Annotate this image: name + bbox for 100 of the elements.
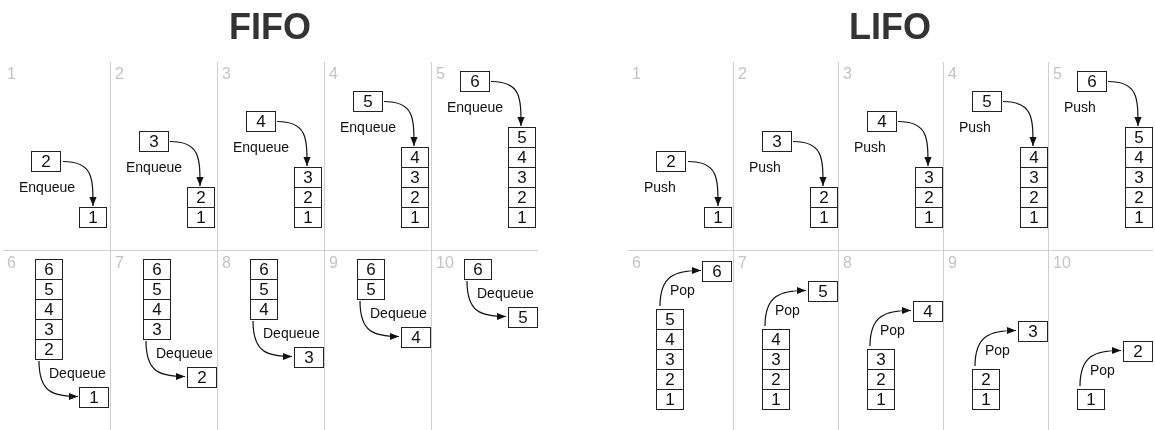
step-number: 4 xyxy=(329,65,338,83)
step-panel xyxy=(217,250,324,430)
number-box: 6 xyxy=(464,259,492,280)
arrow xyxy=(359,300,400,340)
step-panel xyxy=(431,250,538,430)
number-box: 3 xyxy=(508,167,536,188)
edge-label: Dequeue xyxy=(263,325,320,341)
number-box: 6 xyxy=(357,259,385,280)
number-box: 3 xyxy=(1020,167,1048,188)
edge-label: Dequeue xyxy=(370,305,427,321)
edge-label: Push xyxy=(644,179,676,195)
number-box: 5 xyxy=(35,279,63,300)
step-number: 1 xyxy=(632,65,641,83)
edge-label: Pop xyxy=(670,282,695,298)
number-box: 1 xyxy=(762,389,790,410)
number-box: 2 xyxy=(187,367,217,388)
step-number: 10 xyxy=(1053,254,1071,272)
number-box: 4 xyxy=(401,327,431,348)
arrow xyxy=(1107,80,1142,127)
step-number: 8 xyxy=(843,254,852,272)
number-box: 1 xyxy=(972,389,1000,410)
number-box: 6 xyxy=(250,259,278,280)
number-box: 5 xyxy=(353,91,383,112)
number-box: 5 xyxy=(357,279,385,300)
arrow xyxy=(659,267,702,307)
edge-label: Enqueue xyxy=(126,159,183,175)
step-number: 2 xyxy=(115,65,124,83)
step-panel xyxy=(733,250,838,430)
number-box: 1 xyxy=(187,207,215,228)
number-box: 3 xyxy=(762,131,792,152)
number-box: 1 xyxy=(1077,389,1105,410)
step-number: 9 xyxy=(948,254,957,272)
number-box: 1 xyxy=(1125,207,1153,228)
number-box: 6 xyxy=(460,71,490,92)
number-box: 2 xyxy=(867,369,895,390)
edge-label: Dequeue xyxy=(477,285,534,301)
arrow xyxy=(383,100,418,147)
number-box: 3 xyxy=(1018,321,1048,342)
number-box: 1 xyxy=(401,207,429,228)
number-box: 3 xyxy=(139,131,169,152)
arrow xyxy=(38,360,79,400)
number-box: 1 xyxy=(508,207,536,228)
number-box: 2 xyxy=(915,187,943,208)
arrow xyxy=(169,140,204,187)
number-box: 4 xyxy=(143,299,171,320)
number-box: 2 xyxy=(1123,341,1153,362)
arrow xyxy=(1079,347,1122,387)
number-box: 5 xyxy=(972,91,1002,112)
step-panel xyxy=(110,62,217,250)
number-box: 3 xyxy=(143,319,171,340)
arrow xyxy=(62,160,97,207)
number-box: 4 xyxy=(867,111,897,132)
number-box: 5 xyxy=(143,279,171,300)
step-number: 10 xyxy=(436,254,454,272)
number-box: 3 xyxy=(1125,167,1153,188)
arrow xyxy=(869,307,912,347)
number-box: 2 xyxy=(401,187,429,208)
arrow xyxy=(897,120,932,167)
number-box: 3 xyxy=(294,167,322,188)
number-box: 4 xyxy=(1020,147,1048,168)
number-box: 4 xyxy=(762,329,790,350)
step-panel xyxy=(324,250,431,430)
step-panel xyxy=(943,62,1048,250)
step-number: 6 xyxy=(632,254,641,272)
step-number: 1 xyxy=(7,65,16,83)
number-box: 5 xyxy=(508,307,538,328)
edge-label: Enqueue xyxy=(19,179,76,195)
number-box: 5 xyxy=(1125,127,1153,148)
number-box: 2 xyxy=(656,369,684,390)
step-panel xyxy=(324,62,431,250)
number-box: 2 xyxy=(294,187,322,208)
step-number: 4 xyxy=(948,65,957,83)
edge-label: Enqueue xyxy=(447,99,504,115)
number-box: 1 xyxy=(1020,207,1048,228)
edge-label: Pop xyxy=(880,322,905,338)
step-number: 7 xyxy=(115,254,124,272)
number-box: 2 xyxy=(972,369,1000,390)
step-number: 5 xyxy=(1053,65,1062,83)
number-box: 2 xyxy=(31,151,61,172)
step-panel xyxy=(943,250,1048,430)
step-number: 7 xyxy=(738,254,747,272)
step-panel xyxy=(1048,250,1153,430)
edge-label: Pop xyxy=(1090,362,1115,378)
number-box: 3 xyxy=(915,167,943,188)
number-box: 4 xyxy=(508,147,536,168)
number-box: 4 xyxy=(35,299,63,320)
number-box: 2 xyxy=(762,369,790,390)
edge-label: Enqueue xyxy=(233,139,290,155)
step-number: 2 xyxy=(738,65,747,83)
step-panel xyxy=(733,62,838,250)
edge-label: Pop xyxy=(985,342,1010,358)
edge-label: Pop xyxy=(775,302,800,318)
number-box: 2 xyxy=(35,339,63,360)
number-box: 1 xyxy=(915,207,943,228)
step-number: 8 xyxy=(222,254,231,272)
arrow xyxy=(145,340,186,380)
step-number: 3 xyxy=(222,65,231,83)
number-box: 4 xyxy=(250,299,278,320)
number-box: 3 xyxy=(867,349,895,370)
step-panel xyxy=(838,250,943,430)
